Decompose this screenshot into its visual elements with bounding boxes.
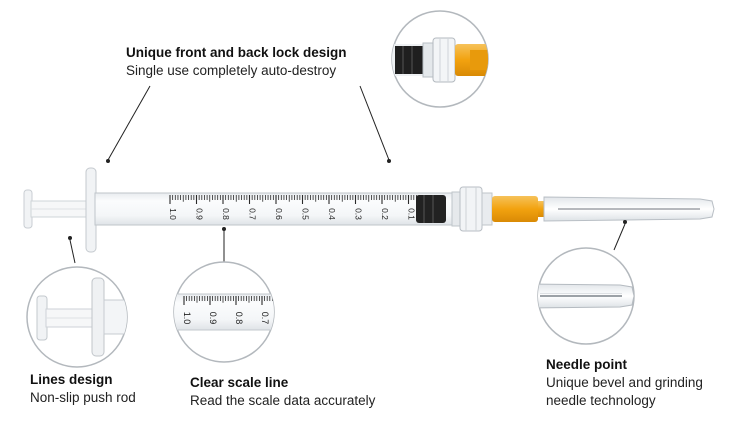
- lock-zoom-circle: [391, 10, 489, 108]
- scale-number: 1.0: [168, 208, 178, 220]
- scale-number: 0.9: [195, 208, 205, 220]
- scale-number: 0.8: [234, 312, 244, 325]
- needle-feature-desc-line2: needle technology: [546, 393, 656, 408]
- rod-feature-title: Lines design: [30, 372, 113, 387]
- scale-zoom-circle: 1.0 0.9 0.8 0.7: [173, 261, 275, 363]
- leader-lines: [68, 85, 627, 264]
- scale-number: 0.8: [221, 208, 231, 220]
- scale-feature-title: Clear scale line: [190, 375, 289, 390]
- needle-feature-desc-line1: Unique bevel and grinding: [546, 375, 703, 390]
- lock-feature-label: Unique front and back lock design Single…: [126, 44, 347, 80]
- scale-number: 0.7: [248, 208, 258, 220]
- rod-feature-desc: Non-slip push rod: [30, 390, 136, 405]
- scale-feature-label: Clear scale line Read the scale data acc…: [190, 374, 375, 410]
- lock-feature-desc: Single use completely auto-destroy: [126, 63, 337, 78]
- needle-feature-label: Needle point Unique bevel and grinding n…: [546, 356, 703, 410]
- scale-number: 0.4: [327, 208, 337, 220]
- scale-number: 0.5: [301, 208, 311, 220]
- rod-feature-label: Lines design Non-slip push rod: [30, 371, 136, 407]
- needle-zoom-circle: [537, 247, 635, 345]
- scale-number: 0.6: [274, 208, 284, 220]
- scale-number: 0.3: [354, 208, 364, 220]
- scale-feature-desc: Read the scale data accurately: [190, 393, 376, 408]
- barrel-scale: 1.0 0.9 0.8 0.7 0.6 0.5 0.4 0.3 0.2 0.1: [168, 195, 436, 220]
- scale-number: 0.1: [407, 208, 417, 220]
- lock-feature-title: Unique front and back lock design: [126, 45, 347, 60]
- needle-feature-title: Needle point: [546, 357, 628, 372]
- scale-number: 0.7: [260, 312, 270, 325]
- main-syringe: 1.0 0.9 0.8 0.7 0.6 0.5 0.4 0.3 0.2 0.1: [23, 167, 715, 253]
- scale-number: 1.0: [182, 312, 192, 325]
- scale-number: 0.9: [208, 312, 218, 325]
- scale-number: 0.2: [380, 208, 390, 220]
- rod-zoom-circle: [26, 266, 128, 368]
- zoom-scale: 1.0 0.9 0.8 0.7: [182, 296, 273, 325]
